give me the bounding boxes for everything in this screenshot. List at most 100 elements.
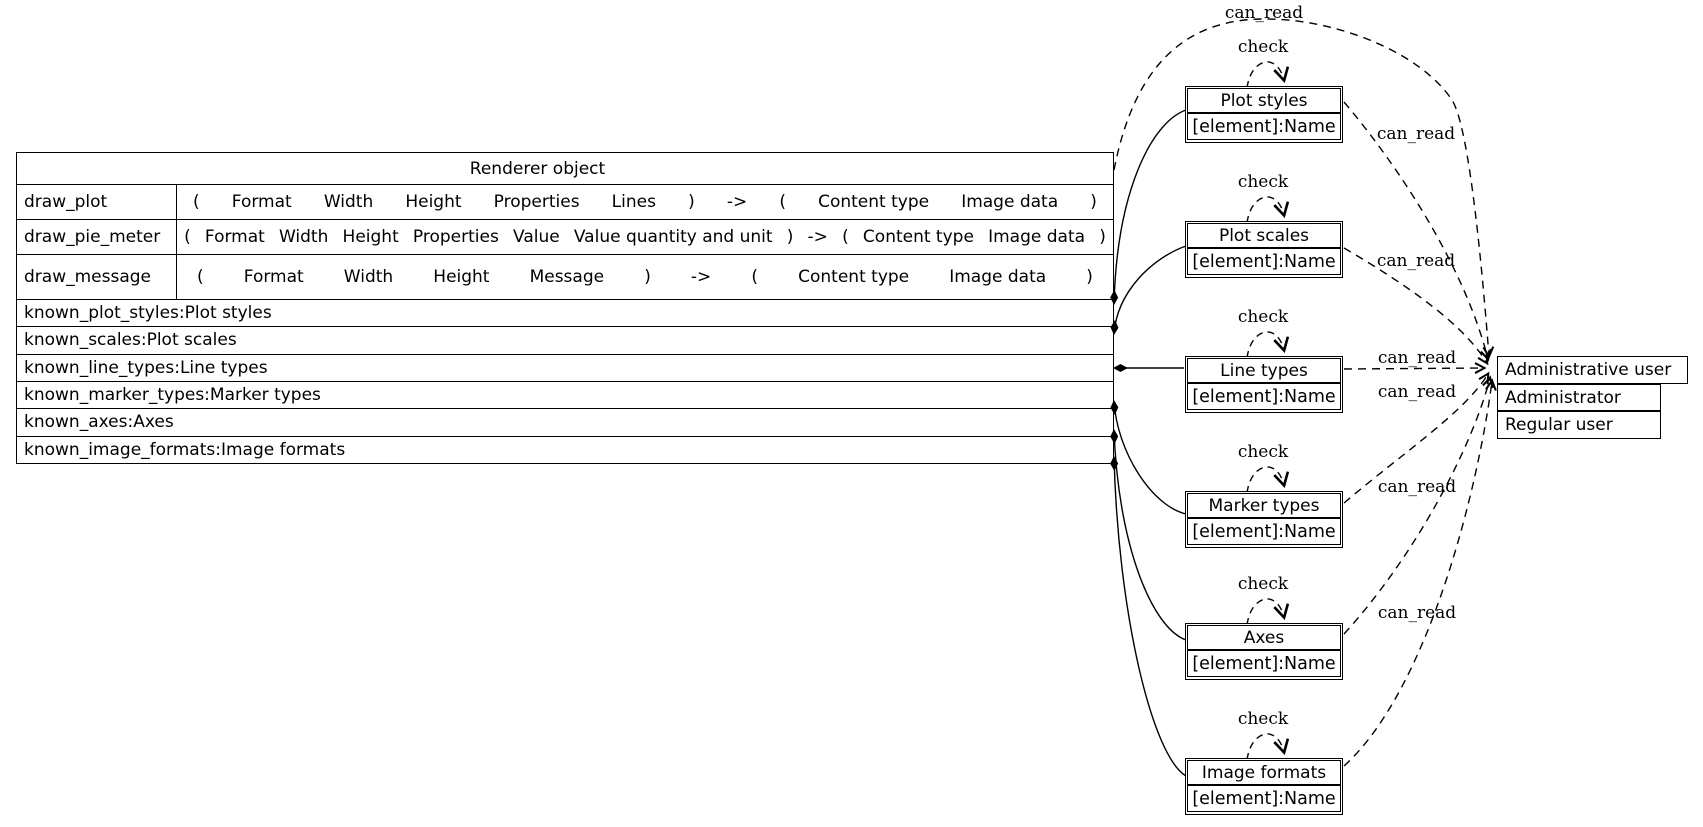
canread-label-line-types: can_read bbox=[1377, 348, 1457, 368]
canread-label-renderer: can_read bbox=[1224, 3, 1304, 23]
node-title: Plot scales bbox=[1187, 223, 1341, 248]
node-image-formats: Image formats [element]:Name bbox=[1185, 758, 1343, 815]
signature-cell: Image data bbox=[949, 267, 1047, 287]
check-label-plot-scales: check bbox=[1237, 172, 1289, 192]
signature-cell: ) bbox=[644, 267, 651, 287]
node-axes: Axes [element]:Name bbox=[1185, 623, 1343, 680]
edge-canread-renderer bbox=[1113, 18, 1495, 359]
node-member: [element]:Name bbox=[1187, 785, 1341, 812]
node-administrative-user: Administrative user bbox=[1497, 356, 1688, 384]
node-plot-styles: Plot styles [element]:Name bbox=[1185, 86, 1343, 143]
loop-check-image-formats bbox=[1246, 733, 1290, 761]
signature-cell: -> bbox=[726, 192, 748, 212]
signature-cell: Format bbox=[243, 267, 304, 287]
signature-cell: Height bbox=[405, 192, 462, 212]
signature-cell: Format bbox=[204, 227, 265, 247]
signature-cell: ) bbox=[1099, 227, 1106, 247]
edge-owns-marker-types bbox=[1110, 400, 1187, 515]
check-label-image-formats: check bbox=[1237, 709, 1289, 729]
signature-cell: Height bbox=[342, 227, 399, 247]
signature-cell: ( bbox=[779, 192, 786, 212]
canread-label-image-formats: can_read bbox=[1377, 603, 1457, 623]
attribute-row: known_image_formats:Image formats bbox=[17, 435, 1113, 463]
loop-check-line-types bbox=[1246, 331, 1290, 359]
signature-cell: ( bbox=[193, 192, 200, 212]
edge-canread-axes bbox=[1343, 375, 1494, 635]
edge-canread-marker-types bbox=[1343, 371, 1490, 504]
node-member: [element]:Name bbox=[1187, 113, 1341, 140]
edge-owns-plot-styles bbox=[1110, 109, 1187, 305]
method-row-draw-pie-meter: draw_pie_meter ( Format Width Height Propert… bbox=[17, 219, 1113, 254]
signature-cell: Content type bbox=[862, 227, 974, 247]
signature-cell: Content type bbox=[818, 192, 930, 212]
signature-cell: ( bbox=[751, 267, 759, 287]
loop-check-axes bbox=[1246, 598, 1290, 626]
edge-owns-axes bbox=[1110, 429, 1187, 641]
attribute-row: known_plot_styles:Plot styles bbox=[17, 299, 1113, 326]
signature-cell: Height bbox=[433, 267, 490, 287]
attribute-row: known_line_types:Line types bbox=[17, 353, 1113, 381]
edge-canread-image-formats bbox=[1343, 378, 1497, 767]
node-title: Plot styles bbox=[1187, 88, 1341, 113]
check-label-marker-types: check bbox=[1237, 442, 1289, 462]
signature-cell: ) bbox=[786, 227, 794, 247]
signature-cell: ( bbox=[184, 227, 191, 247]
signature-cell: Width bbox=[278, 227, 329, 247]
node-title: Image formats bbox=[1187, 760, 1341, 785]
signature-cell: Lines bbox=[611, 192, 656, 212]
edge-canread-line-types bbox=[1343, 362, 1487, 374]
attribute-row: known_axes:Axes bbox=[17, 408, 1113, 435]
signature-cell: Format bbox=[231, 192, 292, 212]
edge-owns-image-formats bbox=[1110, 456, 1187, 777]
signature-cell: Properties bbox=[493, 192, 580, 212]
signature-cell: ) bbox=[1086, 267, 1093, 287]
node-plot-scales: Plot scales [element]:Name bbox=[1185, 221, 1343, 278]
edge-canread-plot-styles bbox=[1343, 101, 1492, 362]
attribute-row: known_scales:Plot scales bbox=[17, 326, 1113, 353]
check-label-plot-styles: check bbox=[1237, 37, 1289, 57]
method-name: draw_pie_meter bbox=[17, 220, 177, 254]
signature-cell: ( bbox=[842, 227, 849, 247]
node-member: [element]:Name bbox=[1187, 518, 1341, 545]
signature-cell: Message bbox=[529, 267, 605, 287]
node-member: [element]:Name bbox=[1187, 650, 1341, 677]
node-title: Marker types bbox=[1187, 493, 1341, 518]
edge-owns-plot-scales bbox=[1110, 245, 1187, 335]
signature-cell: Image data bbox=[988, 227, 1086, 247]
method-name: draw_message bbox=[17, 255, 177, 299]
loop-check-plot-scales bbox=[1246, 196, 1290, 224]
node-member: [element]:Name bbox=[1187, 248, 1341, 275]
signature-cell: ( bbox=[197, 267, 204, 287]
method-name: draw_plot bbox=[17, 185, 177, 219]
signature-cell: -> bbox=[807, 227, 828, 247]
signature-cell: Content type bbox=[798, 267, 910, 287]
signature-cell: Properties bbox=[412, 227, 499, 247]
canread-label-plot-scales: can_read bbox=[1376, 251, 1456, 271]
node-member: [element]:Name bbox=[1187, 383, 1341, 410]
renderer-title: Renderer object bbox=[469, 158, 606, 179]
signature-cell: ) bbox=[688, 192, 695, 212]
node-title: Line types bbox=[1187, 358, 1341, 383]
loop-check-marker-types bbox=[1246, 466, 1290, 494]
canread-label-plot-styles: can_read bbox=[1376, 124, 1456, 144]
signature-cell: Value bbox=[513, 227, 560, 247]
user-row-administrator: Administrator bbox=[1497, 384, 1661, 411]
canread-label-marker-types: can_read bbox=[1377, 382, 1457, 402]
check-label-axes: check bbox=[1237, 574, 1289, 594]
signature-cell: Width bbox=[343, 267, 394, 287]
node-line-types: Line types [element]:Name bbox=[1185, 356, 1343, 413]
user-row-regular-user: Regular user bbox=[1497, 411, 1661, 439]
attribute-row: known_marker_types:Marker types bbox=[17, 380, 1113, 408]
edge-canread-plot-scales bbox=[1343, 247, 1489, 366]
loop-check-plot-styles bbox=[1246, 61, 1290, 89]
signature-cell: Image data bbox=[961, 192, 1059, 212]
node-marker-types: Marker types [element]:Name bbox=[1185, 491, 1343, 548]
